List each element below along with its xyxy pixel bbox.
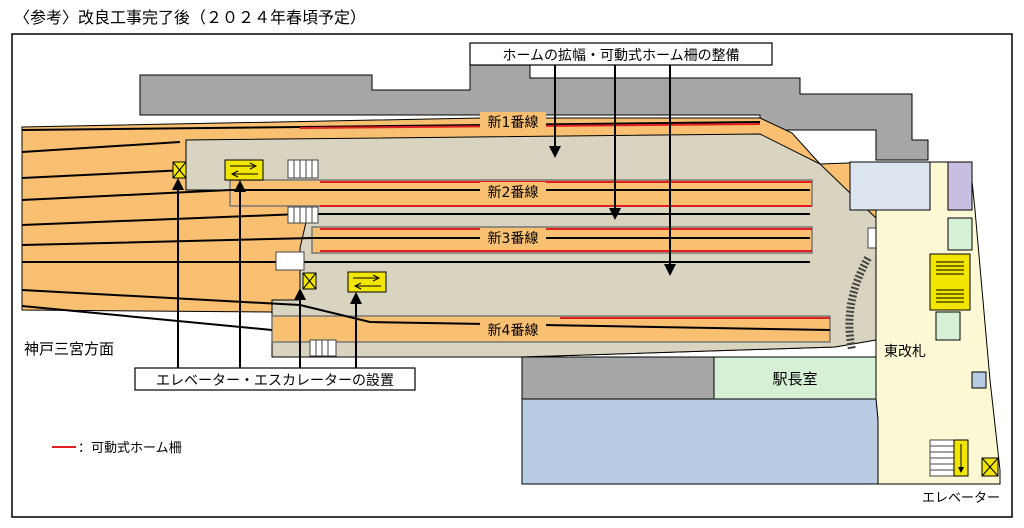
platform-callout-box bbox=[469, 42, 773, 66]
track-label-3: 新3番線 bbox=[480, 228, 546, 248]
concourse-escalator bbox=[929, 253, 971, 311]
platform-doors bbox=[299, 123, 830, 319]
concourse-room bbox=[849, 161, 931, 211]
concourse-room-blue bbox=[971, 371, 987, 389]
east-gate-label: 東改札 bbox=[884, 344, 926, 360]
elevator-label: エレベーター bbox=[922, 491, 1000, 506]
concourse-room-green-2 bbox=[935, 311, 961, 341]
elevator-callout-arrows bbox=[172, 178, 362, 368]
track-label-1: 新1番線 bbox=[480, 112, 546, 132]
track-4-label: 新4番線 bbox=[488, 323, 539, 339]
platform-callout-arrows bbox=[549, 65, 676, 276]
page-title: 〈参考〉改良工事完了後（２０２４年春頃予定） bbox=[14, 8, 367, 27]
concourse-stair-bottom bbox=[929, 439, 969, 477]
track-label-4: 新4番線 bbox=[480, 320, 546, 340]
stair-steps bbox=[293, 160, 329, 356]
elevator-callout-label: エレベーター・エスカレーターの設置 bbox=[156, 373, 394, 389]
elevator-callout-box bbox=[134, 367, 416, 391]
platform-callout-label: ホームの拡幅・可動式ホーム柵の整備 bbox=[502, 48, 739, 64]
station-master-room bbox=[713, 356, 877, 400]
track-label-2: 新2番線 bbox=[480, 182, 546, 202]
track-1-label: 新1番線 bbox=[488, 115, 539, 131]
concourse-elevator bbox=[981, 457, 999, 477]
direction-label: 神戸三宮方面 bbox=[24, 340, 114, 358]
lower-building bbox=[521, 356, 715, 400]
platform-elevators bbox=[172, 161, 317, 290]
platform-escalators bbox=[224, 159, 387, 293]
track-3-label: 新3番線 bbox=[488, 231, 539, 247]
concourse-room-purple bbox=[947, 161, 973, 211]
east-stair bbox=[845, 256, 872, 351]
lower-blue-block bbox=[521, 398, 879, 485]
track-3-bed bbox=[311, 226, 813, 254]
concourse-room-green bbox=[947, 217, 973, 251]
track-2-label: 新2番線 bbox=[488, 185, 539, 201]
legend-label: ：可動式ホーム柵 bbox=[78, 441, 182, 456]
station-master-label: 駅長室 bbox=[772, 370, 817, 388]
